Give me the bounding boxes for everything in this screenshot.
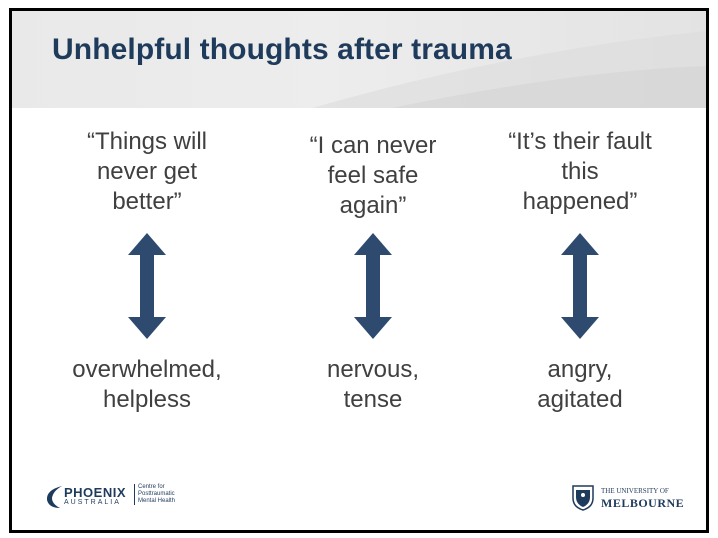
title-banner: Unhelpful thoughts after trauma [12, 11, 706, 108]
slide: Unhelpful thoughts after trauma “Things … [9, 8, 709, 533]
thought-quote: “I can never feel safe again” [268, 131, 478, 221]
phoenix-sub: AUSTRALIA [64, 499, 121, 506]
phoenix-australia-logo: PHOENIX AUSTRALIA Centre for Posttraumat… [44, 483, 194, 511]
quote-line: again” [339, 192, 407, 219]
university-of-melbourne-logo: THE UNIVERSITY OF MELBOURNE [568, 483, 688, 513]
thought-quote: “It’s their fault this happened” [475, 127, 685, 217]
melbourne-main-text: MELBOURNE [601, 496, 685, 510]
phoenix-name: PHOENIX [64, 485, 127, 500]
thought-quote: “Things will never get better” [42, 127, 252, 217]
banner-swoosh-decoration [312, 31, 706, 108]
feeling-line: helpless [102, 386, 192, 413]
melbourne-crest-icon [572, 485, 594, 511]
quote-line: “Things will [86, 128, 208, 155]
feeling-text: nervous, tense [268, 355, 478, 415]
melbourne-top-text: THE UNIVERSITY OF [601, 487, 669, 495]
double-arrow-icon [561, 233, 599, 339]
feeling-line: nervous, [326, 356, 420, 383]
feeling-text: overwhelmed, helpless [42, 355, 252, 415]
quote-line: happened” [522, 188, 638, 215]
quote-line: feel safe [327, 162, 419, 189]
feeling-line: tense [343, 386, 403, 413]
feeling-text: angry, agitated [475, 355, 685, 415]
quote-line: this [561, 158, 599, 185]
quote-line: “I can never [309, 132, 437, 159]
phoenix-centre-text: Centre for Posttraumatic Mental Health [134, 484, 198, 505]
quote-line: never get [96, 158, 198, 185]
feeling-line: overwhelmed, [72, 356, 222, 383]
double-arrow-icon [354, 233, 392, 339]
feeling-line: angry, [547, 356, 613, 383]
feeling-line: agitated [537, 386, 623, 413]
phoenix-swoosh-icon [46, 486, 62, 508]
double-arrow-icon [128, 233, 166, 339]
quote-line: “It’s their fault [508, 128, 652, 155]
quote-line: better” [112, 188, 182, 215]
slide-title: Unhelpful thoughts after trauma [52, 33, 512, 66]
